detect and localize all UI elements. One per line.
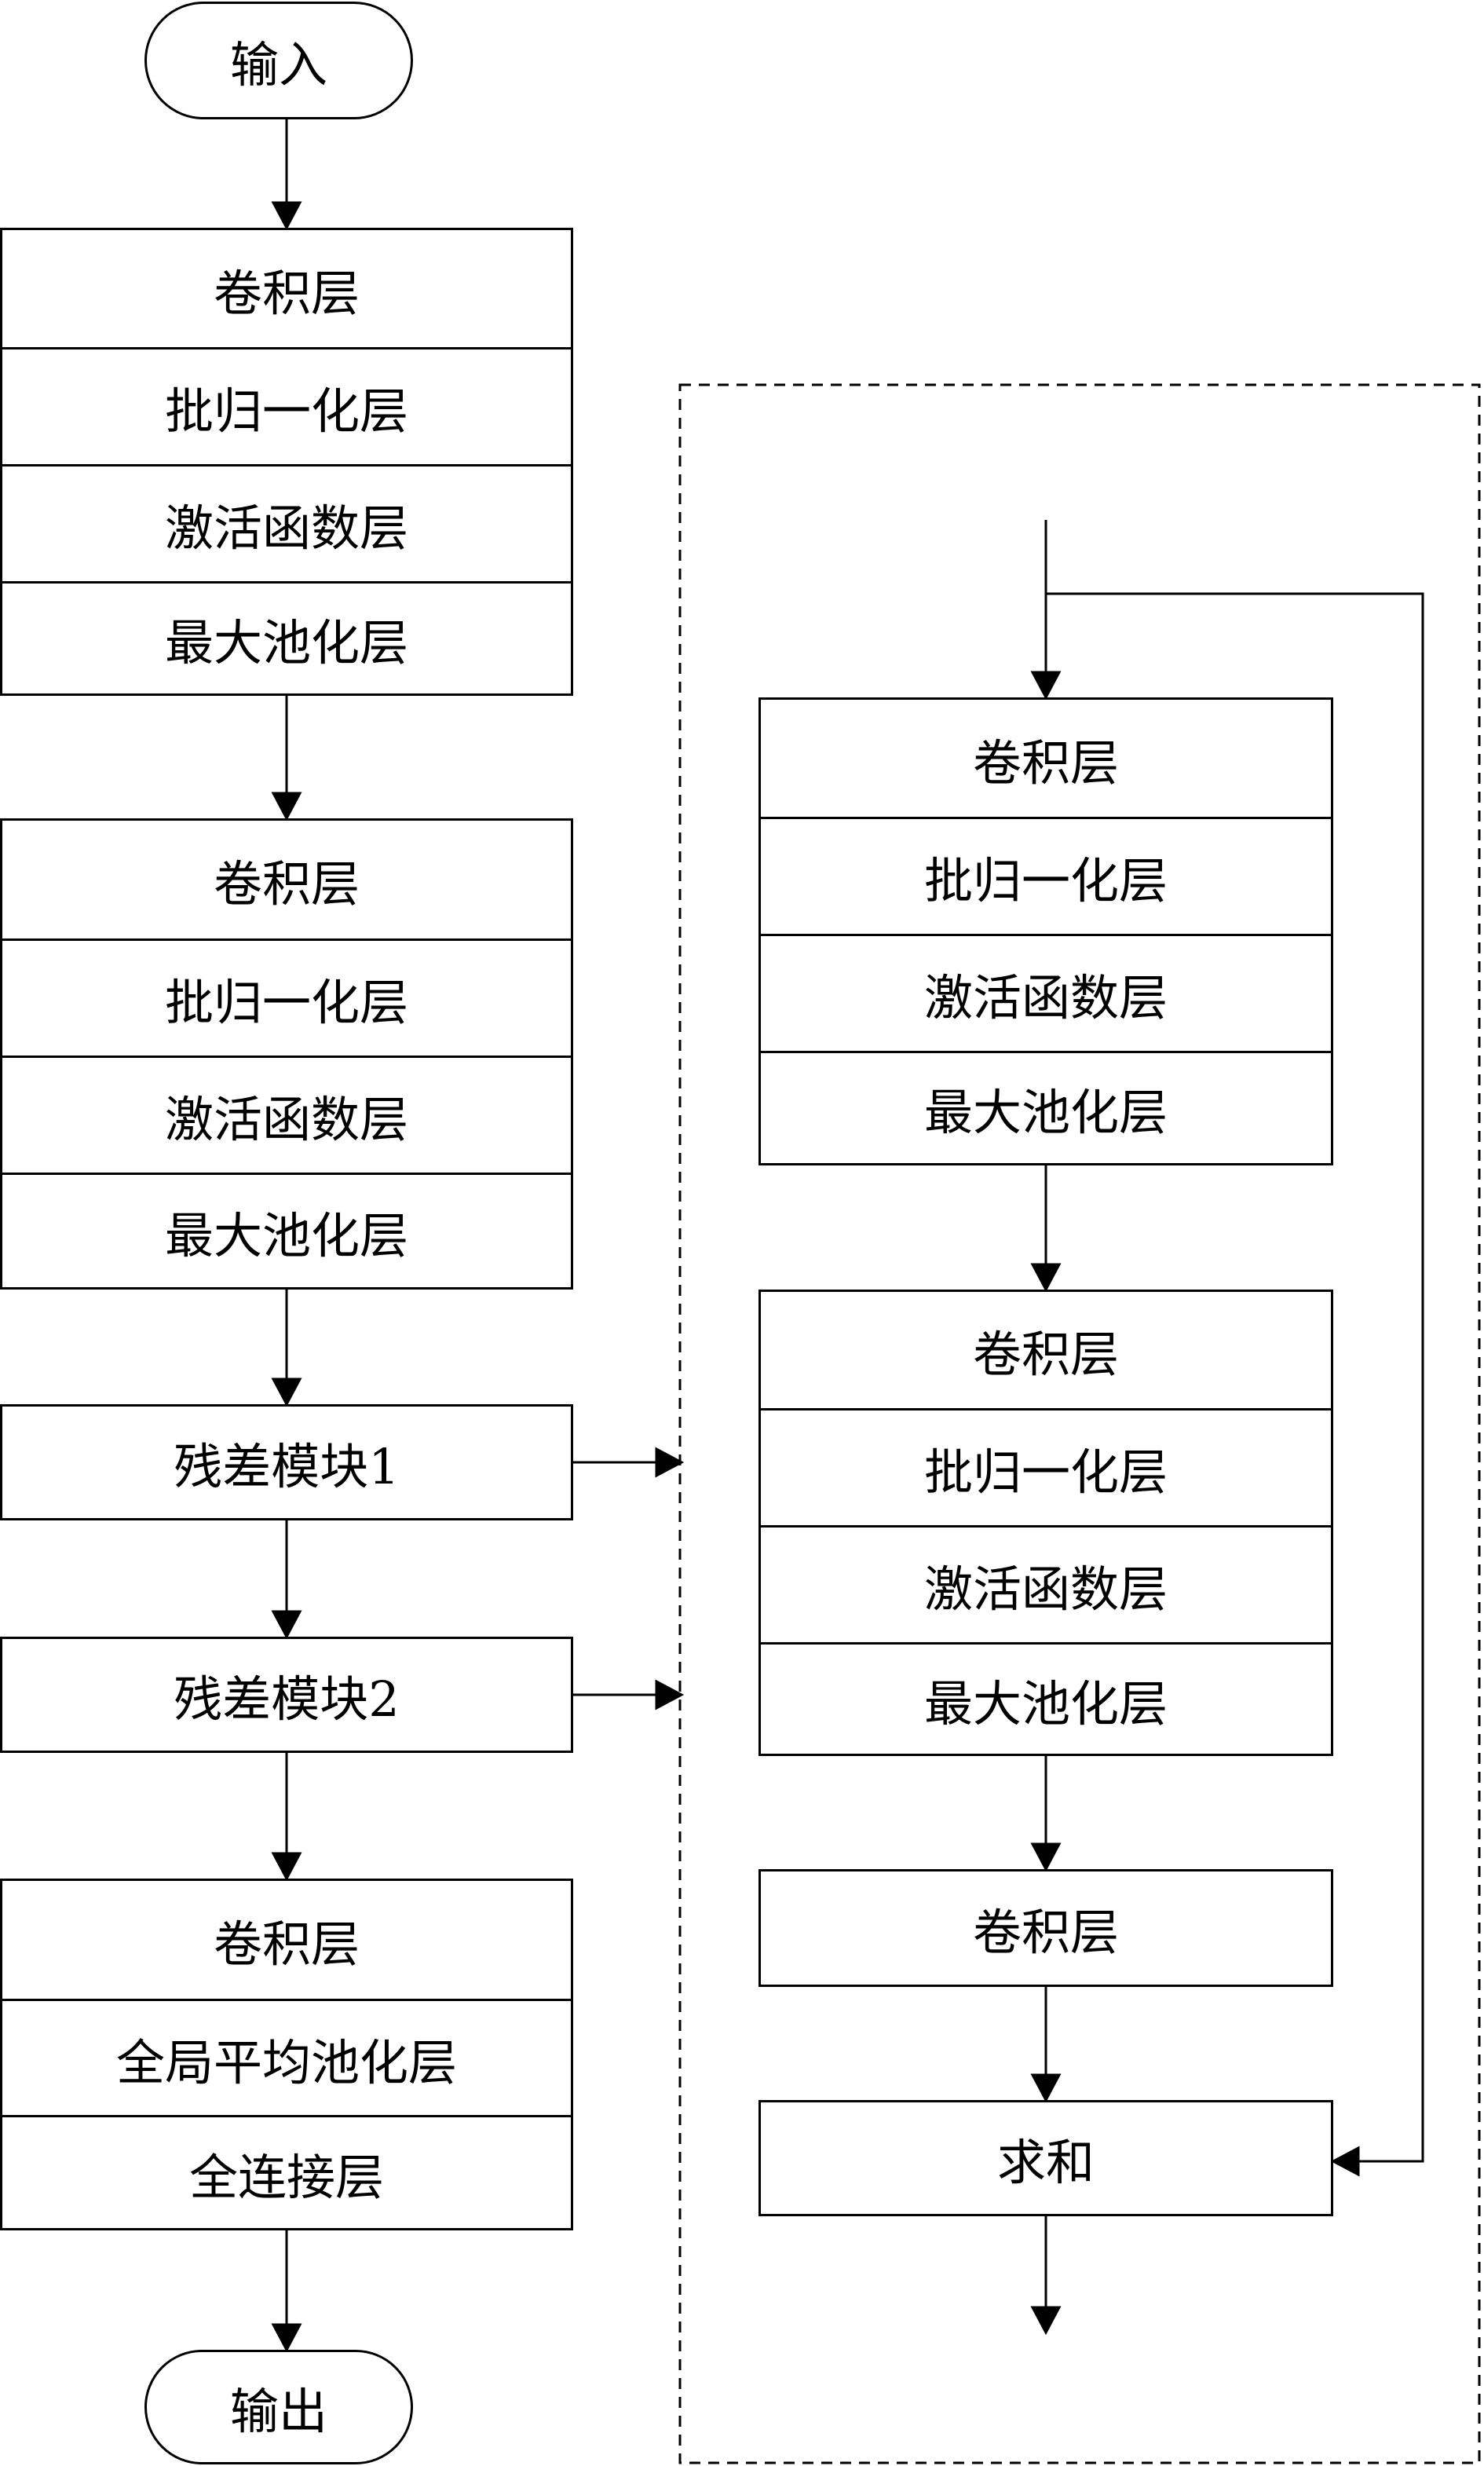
residual-module-2: 残差模块2: [0, 1637, 573, 1753]
skip-connection: [1046, 592, 1424, 2163]
layer-activation: 激活函数层: [761, 1525, 1331, 1642]
residual-module-frame: [678, 383, 1481, 2464]
layer-maxpool: 最大池化层: [761, 1642, 1331, 1754]
layer-fully-connected: 全连接层: [2, 2115, 571, 2228]
layer-activation: 激活函数层: [2, 464, 571, 581]
residual-module-1: 残差模块1: [0, 1404, 573, 1520]
main-conv-block-2: 卷积层 批归一化层 激活函数层 最大池化层: [0, 818, 573, 1290]
layer-activation: 激活函数层: [761, 934, 1331, 1051]
input-label: 输入: [229, 36, 327, 93]
layer-batchnorm: 批归一化层: [2, 938, 571, 1056]
head-block: 卷积层 全局平均池化层 全连接层: [0, 1879, 573, 2230]
input-terminal: 输入: [144, 2, 413, 119]
layer-batchnorm: 批归一化层: [761, 1408, 1331, 1525]
layer-maxpool: 最大池化层: [2, 1173, 571, 1287]
main-conv-block-1: 卷积层 批归一化层 激活函数层 最大池化层: [0, 228, 573, 696]
output-label: 输出: [229, 2383, 327, 2440]
residual-detail-sum: 求和: [758, 2100, 1333, 2216]
layer-conv: 卷积层: [213, 264, 360, 322]
layer-maxpool: 最大池化层: [2, 581, 571, 693]
residual-detail-block-1: 卷积层 批归一化层 激活函数层 最大池化层: [758, 697, 1333, 1165]
layer-conv: 卷积层: [972, 734, 1119, 792]
layer-global-avg-pool: 全局平均池化层: [2, 1999, 571, 2115]
layer-conv: 卷积层: [213, 855, 360, 913]
residual-detail-conv: 卷积层: [758, 1869, 1333, 1987]
layer-conv: 卷积层: [213, 1915, 360, 1973]
residual-detail-block-2: 卷积层 批归一化层 激活函数层 最大池化层: [758, 1290, 1333, 1756]
layer-activation: 激活函数层: [2, 1056, 571, 1173]
residual-module-1-label: 残差模块1: [174, 1438, 400, 1495]
sum-label: 求和: [996, 2134, 1095, 2191]
layer-maxpool: 最大池化层: [761, 1051, 1331, 1163]
residual-module-2-label: 残差模块2: [174, 1670, 400, 1728]
layer-conv: 卷积层: [972, 1326, 1119, 1383]
layer-batchnorm: 批归一化层: [2, 347, 571, 464]
layer-batchnorm: 批归一化层: [761, 817, 1331, 934]
layer-conv: 卷积层: [972, 1904, 1119, 1961]
output-terminal: 输出: [144, 2350, 413, 2464]
